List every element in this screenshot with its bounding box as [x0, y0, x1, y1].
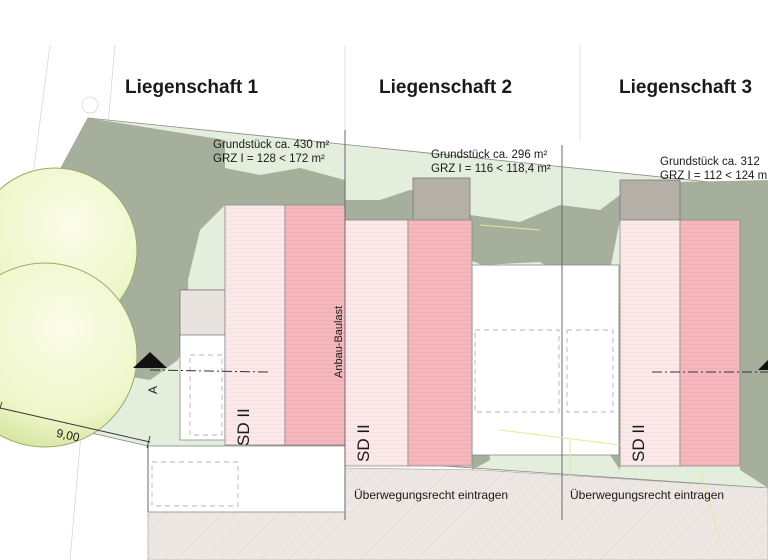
annexes — [179, 177, 681, 336]
heading-liegenschaft-1: Liegenschaft 1 — [125, 77, 259, 98]
lot-3-info: Grundstück ca. 312 GRZ I = 112 < 124 m — [660, 155, 767, 183]
lot-1-info: Grundstück ca. 430 m² GRZ I = 128 < 172 … — [213, 138, 329, 166]
lot-3-grz: GRZ I = 112 < 124 m — [660, 170, 768, 182]
lot-1-area: Grundstück ca. 430 m² — [213, 139, 330, 151]
building-2 — [344, 219, 473, 467]
easement-label-1: Überwegungsrecht eintragen — [354, 488, 509, 502]
lot-1-grz: GRZ I = 128 < 172 m² — [213, 153, 325, 165]
roof-label-3: SD II — [629, 424, 648, 462]
building-1 — [224, 204, 346, 446]
heading-liegenschaft-2: Liegenschaft 2 — [379, 77, 513, 98]
parcel-lines — [147, 130, 563, 520]
lot-3-area: Grundstück ca. 312 — [660, 156, 760, 168]
trees — [0, 167, 138, 448]
roof-label-1: SD II — [234, 408, 253, 446]
roof-label-2: SD II — [354, 424, 373, 462]
section-line — [149, 369, 768, 373]
building-3 — [619, 219, 741, 467]
lot-2-area: Grundstück ca. 296 m² — [431, 149, 548, 161]
easement-label-2: Überwegungsrecht eintragen — [570, 488, 725, 502]
lot-2-info: Grundstück ca. 296 m² GRZ I = 116 < 118,… — [431, 148, 551, 176]
anbau-baulast-label: Anbau-Baulast — [333, 305, 345, 378]
dimension-line — [0, 401, 151, 449]
section-marker-label: A — [146, 385, 160, 394]
heading-liegenschaft-3: Liegenschaft 3 — [619, 77, 753, 98]
section-arrow-left-icon — [133, 352, 167, 368]
parking-dashed — [151, 329, 614, 507]
lot-2-grz: GRZ I = 116 < 118,4 m² — [431, 163, 551, 175]
section-arrow-right-icon — [758, 360, 768, 370]
utility-lines — [479, 224, 721, 541]
